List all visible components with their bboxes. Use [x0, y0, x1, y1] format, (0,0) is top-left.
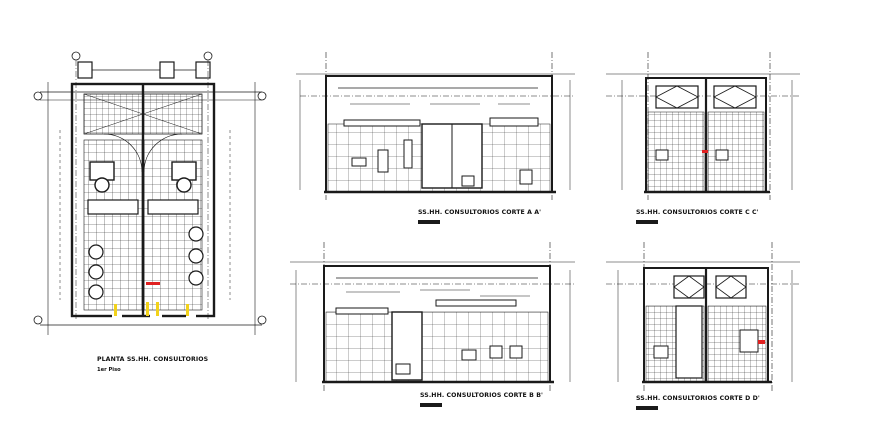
- section-aa: [296, 52, 575, 200]
- section-aa-title: SS.HH. CONSULTORIOS CORTE A A': [418, 209, 541, 216]
- section-bb-title: SS.HH. CONSULTORIOS CORTE B B': [420, 392, 543, 399]
- plan-title: PLANTA SS.HH. CONSULTORIOS: [97, 356, 208, 363]
- section-cc-title: SS.HH. CONSULTORIOS CORTE C C': [636, 209, 759, 216]
- scale-bar: [636, 220, 658, 224]
- section-bb: [290, 242, 575, 392]
- scale-bar: [636, 406, 658, 410]
- section-dd: [606, 242, 800, 392]
- plan-subtitle: 1er Piso: [97, 367, 121, 373]
- section-cc: [606, 52, 800, 200]
- scale-bar: [420, 403, 442, 407]
- section-dd-title: SS.HH. CONSULTORIOS CORTE D D': [636, 395, 760, 402]
- floor-plan: [33, 51, 267, 335]
- scale-bar: [418, 220, 440, 224]
